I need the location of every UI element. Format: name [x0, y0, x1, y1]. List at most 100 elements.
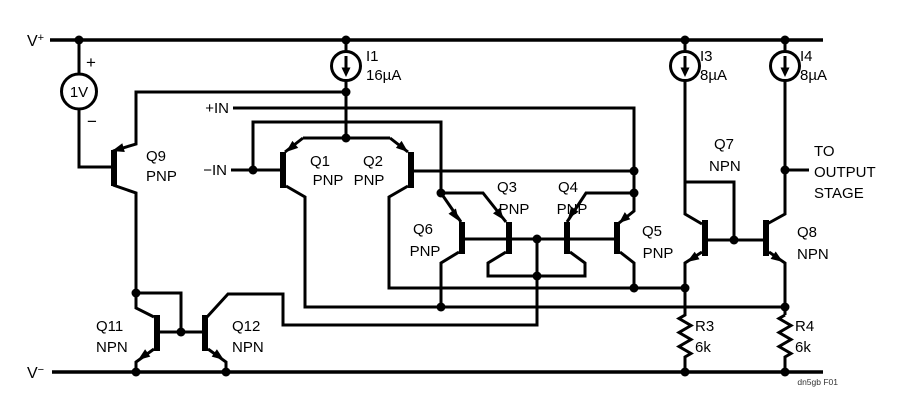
q8-name-label: Q8 — [797, 224, 817, 241]
q6-type-label: PNP — [410, 243, 441, 260]
transistor-q7: Q7 NPN — [683, 136, 763, 288]
i4-arrow-head — [780, 67, 790, 77]
q12-name-label: Q12 — [232, 318, 260, 335]
q7-type-label: NPN — [709, 158, 741, 175]
q5-type-label: PNP — [643, 245, 674, 262]
junction-dot — [680, 367, 690, 377]
q11-type-label: NPN — [96, 339, 128, 356]
junction-dot — [780, 35, 790, 45]
q2-name-label: Q2 — [363, 153, 383, 170]
q11-emitter-arrow — [138, 349, 151, 360]
q11-name-label: Q11 — [96, 318, 123, 335]
minus-in-label: −IN — [203, 162, 227, 179]
plus-in-wire — [233, 106, 636, 193]
r4-name-label: R4 — [795, 318, 814, 335]
voltage-source-v1: 1V + − — [60, 40, 111, 169]
q2-emitter-arrow — [395, 140, 408, 152]
junction-dot — [780, 165, 790, 175]
transistor-q12: Q12 NPN — [202, 315, 264, 372]
i4-name-label: I4 — [800, 48, 813, 65]
output-label-line3: STAGE — [814, 185, 864, 202]
transistor-q11: Q11 NPN — [96, 291, 205, 372]
i3-name-label: I3 — [700, 48, 713, 65]
junction-dot — [341, 133, 351, 143]
transistor-q9: Q9 PNP — [79, 90, 346, 293]
junction-dot — [629, 166, 639, 176]
q9-collector-wire — [112, 183, 138, 293]
junction-dot — [221, 367, 231, 377]
vminus-label: V− — [27, 364, 44, 382]
output-label-line1: TO — [814, 143, 835, 160]
junction-dot — [341, 35, 351, 45]
junction-dot — [780, 367, 790, 377]
transistor-q3: Q3 PNP — [493, 179, 529, 254]
junction-dot — [341, 87, 351, 97]
q12-emitter-arrow — [211, 349, 224, 360]
i3-to-bases-wire — [685, 180, 736, 240]
i1-arrow-head — [341, 67, 351, 77]
r3-name-label: R3 — [695, 318, 714, 335]
output-node: TO OUTPUT STAGE — [785, 143, 876, 202]
q5-emitter-arrow — [619, 212, 631, 223]
q6-emitter-arrow — [448, 208, 459, 221]
junction-dot — [74, 35, 84, 45]
i4-down-wire — [766, 80, 787, 226]
q6-name-label: Q6 — [413, 221, 433, 238]
r4-value-label: 6k — [795, 339, 811, 356]
v1-value-label: 1V — [70, 84, 88, 101]
q9-emitter-arrow — [112, 143, 125, 152]
base-to-mirror-link — [205, 239, 539, 327]
junction-dot — [436, 188, 446, 198]
transistor-q5: Q5 PNP — [614, 212, 674, 288]
q11-collector-wire — [134, 293, 155, 319]
q4-type-label: PNP — [557, 201, 588, 218]
q4-emitter-arrow — [568, 206, 579, 219]
q8-emitter-arrow — [770, 251, 783, 262]
v1-plus-sign: + — [86, 53, 96, 72]
i4-current-label: 8µA — [800, 67, 827, 84]
junction-dot — [131, 367, 141, 377]
q8-type-label: NPN — [797, 246, 829, 263]
q12-type-label: NPN — [232, 339, 264, 356]
transistor-q6: Q6 PNP — [410, 208, 465, 307]
i1-current-label: 16µA — [366, 67, 401, 84]
resistor-r3: R3 6k — [676, 288, 714, 372]
q2-type-label: PNP — [354, 172, 385, 189]
r4-body — [776, 313, 794, 372]
transistor-q1: Q1 PNP — [280, 136, 785, 309]
vplus-label: V+ — [27, 32, 44, 50]
q7-name-label: Q7 — [714, 136, 734, 153]
q1-emitter-arrow — [286, 140, 299, 152]
transistor-q4: Q4 PNP — [557, 179, 588, 254]
plus-in-label: +IN — [205, 100, 229, 117]
current-source-i4: I4 8µA — [766, 40, 827, 226]
junction-dots — [74, 35, 790, 377]
junction-dot — [436, 302, 446, 312]
i3-down-wire — [683, 80, 703, 226]
i1-name-label: I1 — [366, 48, 379, 65]
r3-value-label: 6k — [695, 339, 711, 356]
q9-name-label: Q9 — [146, 148, 166, 165]
output-label-line2: OUTPUT — [814, 164, 876, 181]
v1-source-circle — [60, 72, 98, 111]
q9-emitter-wire — [112, 90, 346, 153]
transistor-q8: Q8 NPN — [763, 220, 829, 315]
q9-type-label: PNP — [146, 168, 177, 185]
current-source-i3: I3 8µA — [669, 40, 736, 240]
v1-minus-sign: − — [87, 112, 97, 131]
power-rails: V+ V− — [27, 32, 823, 382]
q5-collector-wire — [619, 250, 636, 288]
q3-emitter-arrow — [493, 207, 504, 220]
r3-body — [676, 288, 694, 372]
mirror-diode-link — [136, 291, 183, 332]
junction-dot — [176, 327, 186, 337]
junction-dot — [729, 235, 739, 245]
junction-dot — [629, 188, 639, 198]
q4-name-label: Q4 — [558, 179, 578, 196]
q1-collector-wire — [285, 184, 785, 309]
q3-name-label: Q3 — [497, 179, 517, 196]
q3-type-label: PNP — [499, 201, 530, 218]
q1-type-label: PNP — [313, 172, 344, 189]
